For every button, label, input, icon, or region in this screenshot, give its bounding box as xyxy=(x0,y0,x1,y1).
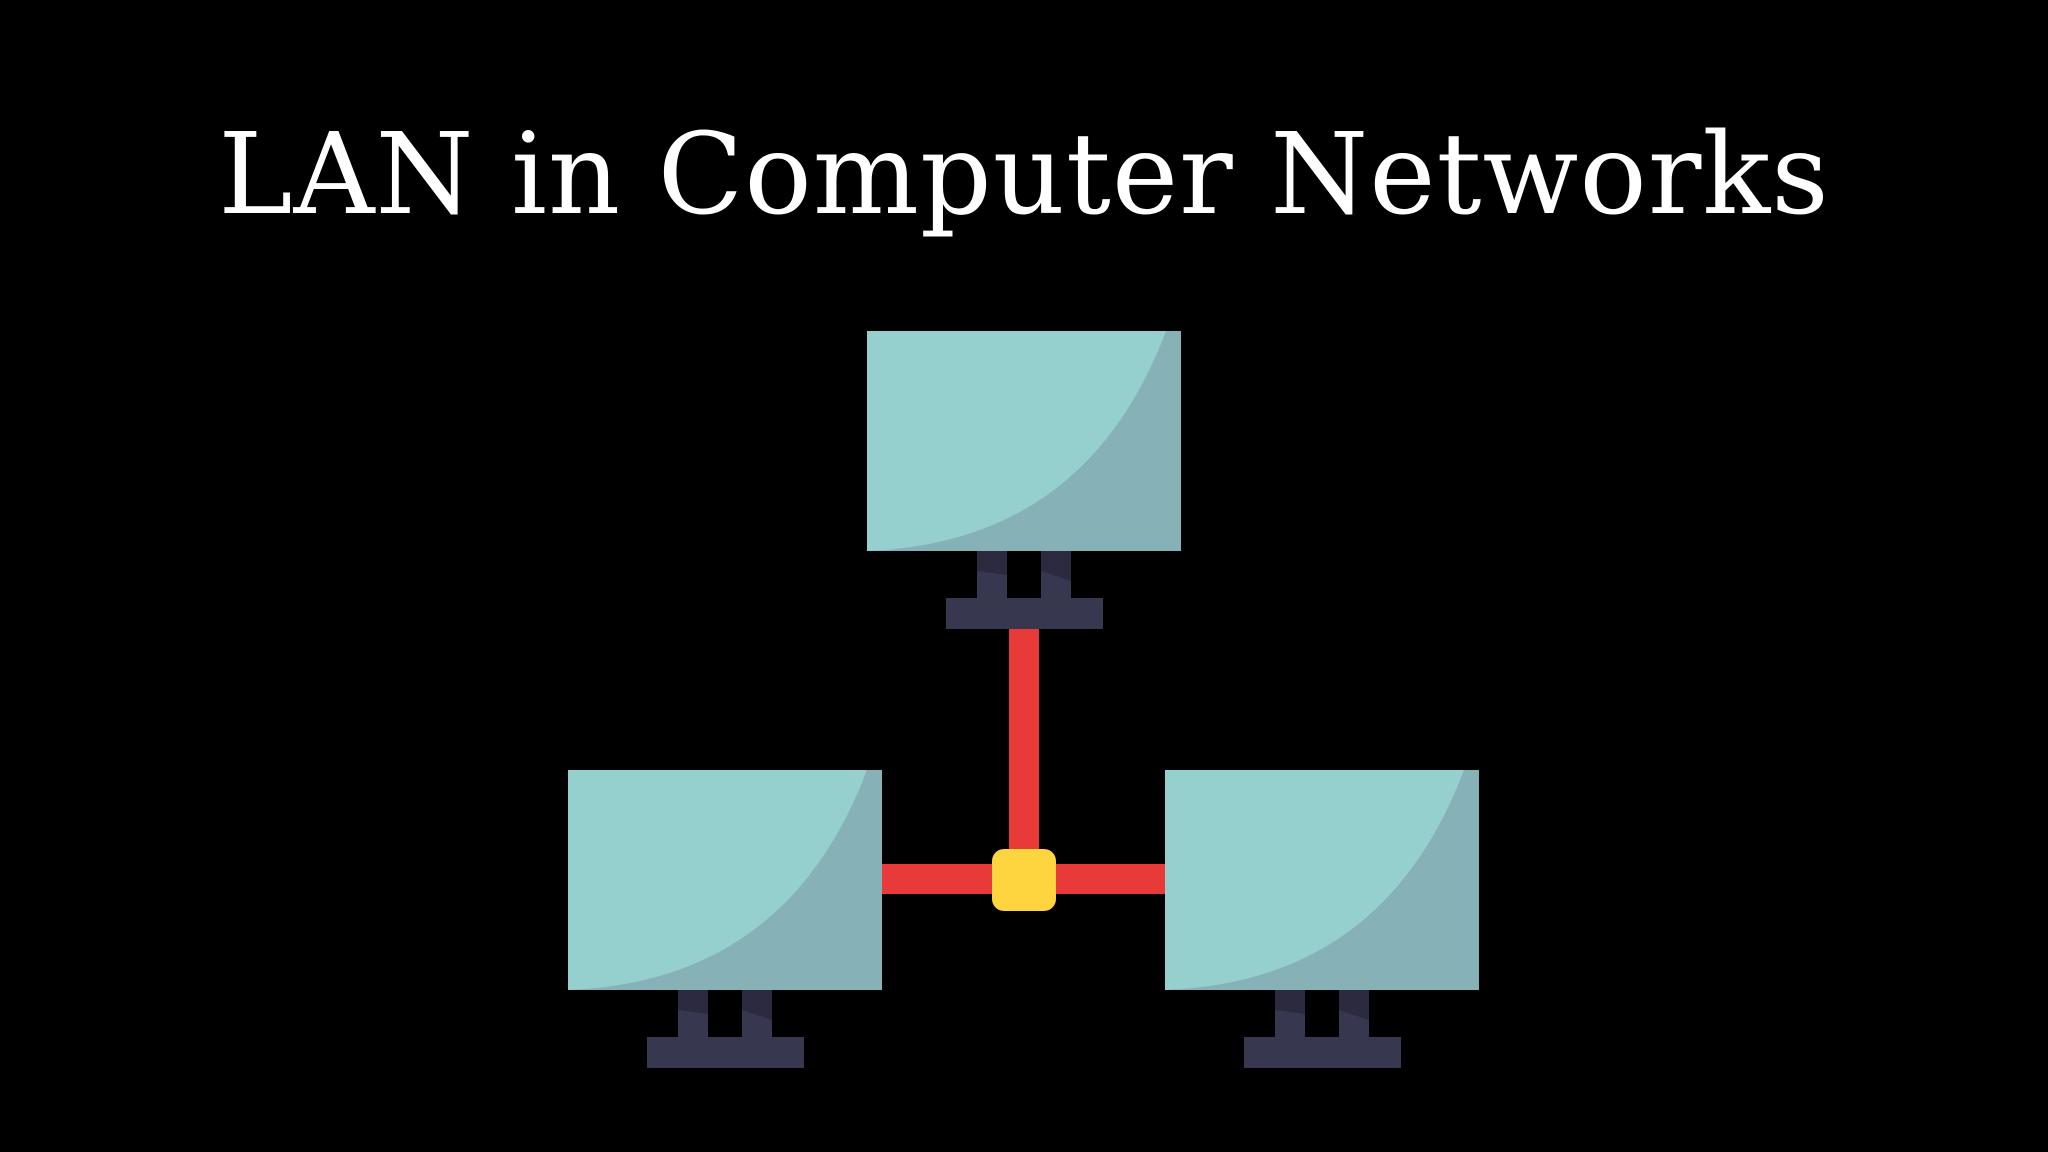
hub-icon xyxy=(992,849,1056,911)
left-computer xyxy=(568,770,882,1068)
cable-left xyxy=(880,864,1014,894)
monitor-icon xyxy=(568,770,882,1068)
monitor-icon xyxy=(1165,770,1479,1068)
cable-right xyxy=(1034,864,1168,894)
page-title: LAN in Computer Networks xyxy=(218,110,1830,240)
network-cables xyxy=(880,628,1168,894)
top-computer xyxy=(867,331,1181,629)
cable-top xyxy=(1009,628,1039,878)
right-computer xyxy=(1165,770,1479,1068)
monitor-icon xyxy=(867,331,1181,629)
